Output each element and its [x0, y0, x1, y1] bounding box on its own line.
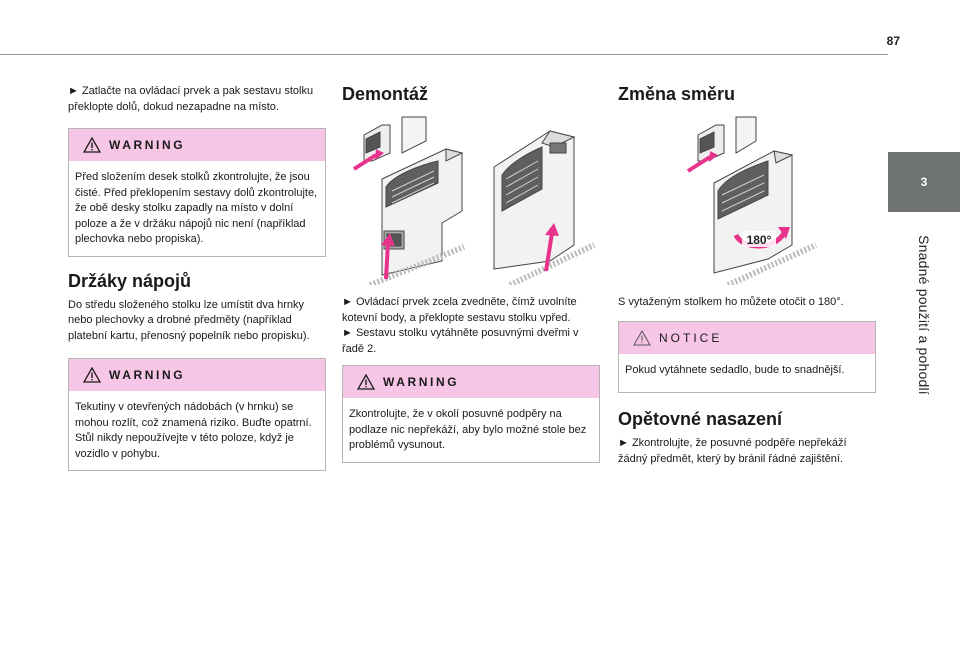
- rotation-text: S vytaženým stolkem ho můžete otočit o 1…: [618, 296, 844, 308]
- floor-rail: [508, 242, 596, 285]
- section-heading-cup-holders: Držáky nápojů: [68, 270, 192, 291]
- stool-body: [713, 150, 794, 274]
- warning-header: WARNING: [343, 366, 599, 398]
- warning-line-2: Stůl nikdy nepoužívejte v této poloze, k…: [75, 432, 294, 460]
- pull-arrow-icon: [686, 155, 712, 173]
- chapter-label-container: Snadné použití a pohodlí: [888, 220, 960, 410]
- warning-line-1: Tekutiny v otevřených nádobách (v hrnku)…: [75, 401, 312, 429]
- section-heading-direction: Změna směru: [618, 84, 736, 104]
- page-number: 87: [886, 34, 900, 48]
- step-fold-down: ► Zatlačte na ovládací prvek a pak sesta…: [68, 85, 314, 113]
- warning-header: WARNING: [69, 129, 325, 161]
- step-slide-out: ► Sestavu stolku vytáhněte posuvnými dve…: [342, 327, 579, 355]
- section-heading-removal: Demontáž: [342, 84, 429, 104]
- warning-icon: [83, 137, 101, 153]
- pull-arrow-icon: [352, 153, 378, 171]
- warning-box-removal: WARNING Zkontrolujte, že v okolí posuvné…: [342, 365, 600, 463]
- step-reinstall: ► Zkontrolujte, že posuvné podpěře nepře…: [618, 437, 847, 465]
- notice-header: NOTICE: [619, 321, 875, 354]
- chapter-tab[interactable]: 3: [888, 152, 960, 212]
- warning-title: WARNING: [383, 375, 460, 389]
- cup-holders-text: Do středu složeného stolku lze umístit d…: [68, 298, 310, 342]
- column-2: Demontáž ►: [342, 84, 600, 463]
- column-3: Změna směru 180° S vytaženým stolkem ho …: [618, 84, 876, 467]
- lift-arrow-icon: [384, 242, 390, 280]
- stool-body-right: [493, 130, 576, 270]
- warning-text: Před složením desek stolků zkontrolujte,…: [75, 171, 318, 245]
- notice-icon: [633, 329, 651, 345]
- notice-box: NOTICE Pokud vytáhnete sedadlo, bude to …: [618, 320, 876, 393]
- warning-header: WARNING: [69, 359, 325, 391]
- chapter-label: Snadné použití a pohodlí: [916, 235, 933, 395]
- notice-text: Pokud vytáhnete sedadlo, bude to snadněj…: [625, 363, 845, 376]
- header-rule: [0, 54, 888, 55]
- seat-fragment-right: [697, 116, 757, 162]
- stool-body-left: [381, 148, 464, 276]
- column-1: ► Zatlačte na ovládací prvek a pak sesta…: [68, 84, 326, 471]
- warning-icon: [83, 367, 101, 383]
- warning-title: WARNING: [109, 368, 186, 382]
- step-release: ► Ovládací prvek zcela zvedněte, čímž uv…: [342, 296, 577, 324]
- section-heading-reinstall: Opětovné nasazení: [618, 409, 783, 429]
- arrow-head-icon: [375, 149, 384, 160]
- warning-icon: [357, 374, 375, 390]
- notice-title: NOTICE: [659, 330, 723, 345]
- rotation-label: 180°: [747, 233, 772, 247]
- warning-body: Tekutiny v otevřených nádobách (v hrnku)…: [69, 391, 325, 470]
- warning-text: Zkontrolujte, že v okolí posuvné podpěry…: [349, 408, 587, 451]
- removal-illustration: [352, 116, 596, 285]
- slide-arrow-icon: [544, 232, 554, 272]
- seat-fragment-left: [363, 116, 427, 162]
- warning-box-liquids: WARNING Tekutiny v otevřených nádobách (…: [68, 358, 326, 471]
- rotation-illustration: 180°: [686, 116, 818, 285]
- warning-title: WARNING: [109, 138, 186, 152]
- warning-box-fold: WARNING Před složením desek stolků zkont…: [68, 128, 326, 257]
